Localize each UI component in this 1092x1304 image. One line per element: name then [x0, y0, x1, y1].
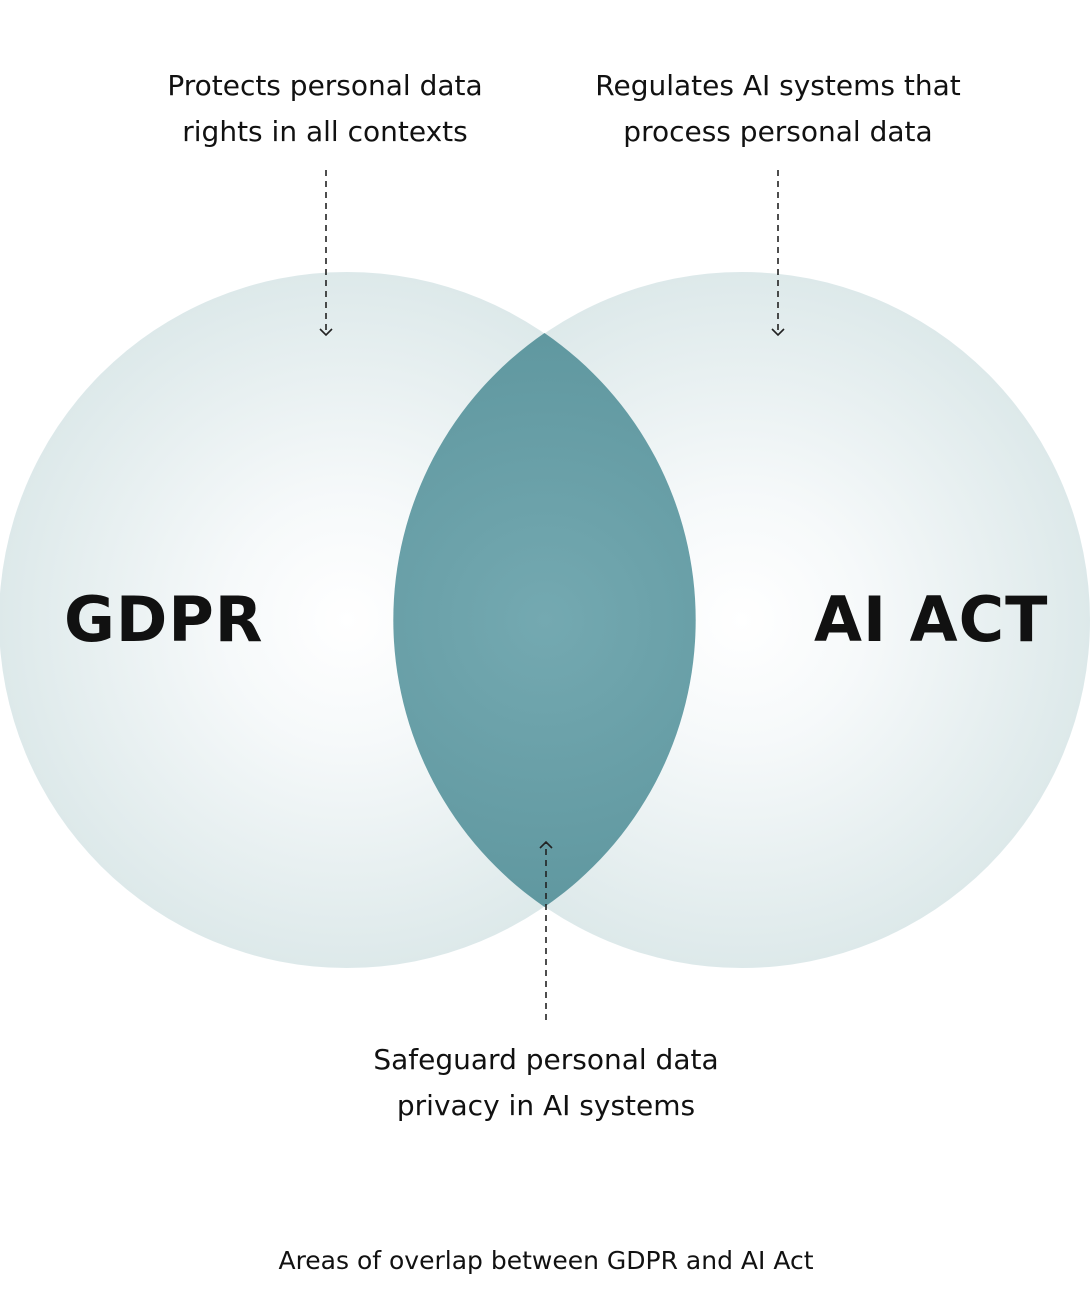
- ai-act-annotation-line-2: process personal data: [623, 115, 933, 148]
- gdpr-annotation-line-1: Protects personal data: [167, 69, 483, 102]
- ai-act-label: AI ACT: [814, 583, 1049, 656]
- overlap-annotation-line-1: Safeguard personal data: [373, 1043, 719, 1076]
- overlap-annotation: Safeguard personal data privacy in AI sy…: [306, 1037, 786, 1129]
- overlap-annotation-line-2: privacy in AI systems: [396, 1089, 696, 1122]
- gdpr-annotation-line-2: rights in all contexts: [182, 115, 468, 148]
- ai-act-annotation: Regulates AI systems that process person…: [538, 63, 1018, 155]
- diagram-caption: Areas of overlap between GDPR and AI Act: [278, 1246, 814, 1275]
- ai-act-annotation-line-1: Regulates AI systems that: [595, 69, 961, 102]
- gdpr-label: GDPR: [64, 583, 264, 656]
- overlap-arrow-icon: [539, 840, 553, 849]
- gdpr-annotation: Protects personal data rights in all con…: [85, 63, 565, 155]
- ai-act-arrow-icon: [771, 328, 785, 337]
- gdpr-arrow-icon: [319, 328, 333, 337]
- overlap-region: [393, 333, 696, 907]
